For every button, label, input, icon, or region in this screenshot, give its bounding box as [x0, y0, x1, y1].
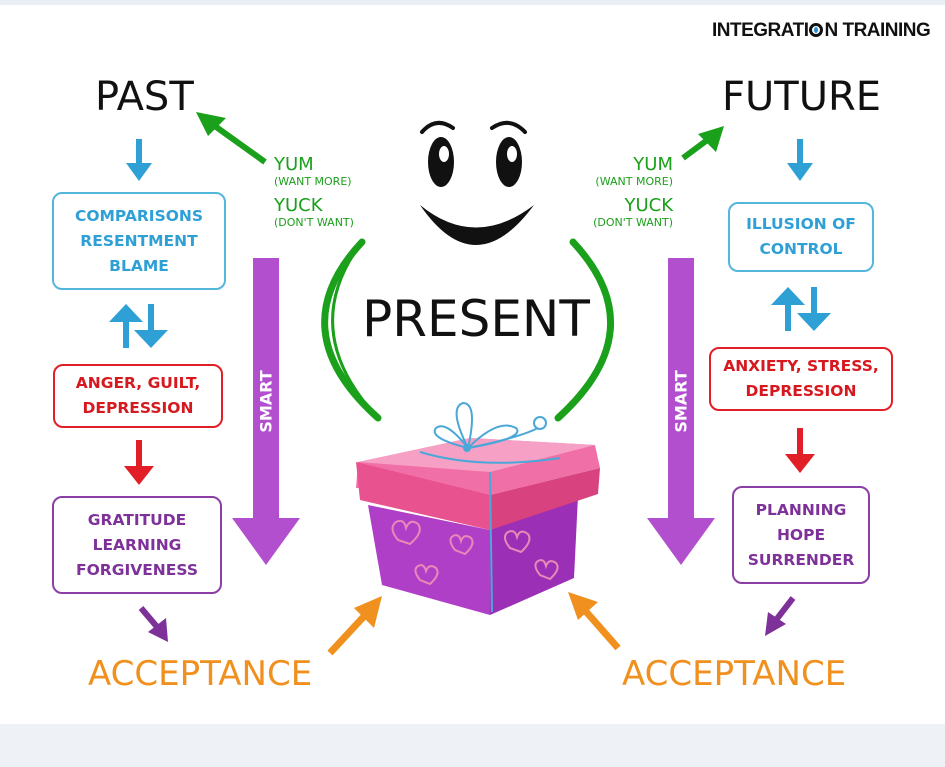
box-line: BLAME	[109, 256, 169, 275]
purple-arrow-future-icon	[765, 596, 796, 636]
acceptance-right-label: ACCEPTANCE	[622, 654, 847, 694]
top-bar	[0, 0, 945, 5]
yuck-left-label: YUCK	[274, 195, 323, 216]
green-arrow-to-future-icon	[681, 126, 724, 161]
box-line: ANXIETY, STRESS,	[723, 357, 879, 375]
acceptance-left-label: ACCEPTANCE	[88, 654, 313, 694]
future-label: FUTURE	[722, 74, 882, 120]
box-line: PLANNING	[755, 500, 847, 519]
future-box-illusion: ILLUSION OF CONTROL	[728, 202, 874, 272]
smiley-face-icon	[420, 120, 534, 245]
brand-logo: INTEGRATI N TRAINING	[712, 20, 934, 42]
orange-arrow-left-icon	[327, 596, 382, 656]
blue-arrow-future-icon	[787, 139, 813, 181]
brand-text-start: INTEGRATI	[712, 20, 809, 41]
yuck-right-label: YUCK	[624, 195, 673, 216]
yum-right-sub: (WANT MORE)	[595, 175, 673, 188]
brand-text-end: N TRAINING	[824, 20, 931, 41]
red-arrow-future-icon	[785, 428, 815, 473]
box-line: RESENTMENT	[80, 231, 198, 250]
future-box-anxiety: ANXIETY, STRESS, DEPRESSION	[709, 347, 893, 411]
yuck-left-sub: (DON'T WANT)	[274, 216, 354, 229]
yum-yuck-left: YUM (WANT MORE) YUCK (DON'T WANT)	[274, 154, 354, 230]
left-eyebrow	[420, 120, 455, 134]
yum-yuck-right: YUM (WANT MORE) YUCK (DON'T WANT)	[560, 154, 673, 230]
brand-o-icon	[809, 23, 824, 37]
left-eye	[428, 137, 454, 187]
green-arrow-to-past-icon	[196, 112, 267, 165]
right-eye	[496, 137, 522, 187]
right-eyebrow	[490, 120, 527, 134]
blue-updown-arrows-future-icon	[771, 287, 831, 331]
gift-box-icon	[356, 401, 600, 615]
left-bracket	[321, 238, 382, 422]
past-box-gratitude: GRATITUDE LEARNING FORGIVENESS	[52, 496, 222, 594]
smile-mouth	[420, 205, 534, 245]
smart-left-label: SMART	[256, 370, 276, 433]
smart-arrow-right-icon	[647, 258, 715, 565]
smart-arrow-left-icon	[232, 258, 300, 565]
blue-arrow-past-icon	[126, 139, 152, 181]
past-box-comparisons: COMPARISONS RESENTMENT BLAME	[52, 192, 226, 290]
box-line: COMPARISONS	[74, 206, 204, 225]
red-arrow-past-icon	[124, 440, 154, 485]
blue-updown-arrows-past-icon	[109, 304, 168, 348]
box-line: FORGIVENESS	[76, 560, 198, 579]
yum-left-sub: (WANT MORE)	[274, 175, 352, 188]
past-box-anger: ANGER, GUILT, DEPRESSION	[53, 364, 223, 428]
box-line: ANGER, GUILT,	[75, 374, 201, 392]
orange-arrow-right-icon	[568, 592, 621, 651]
box-line: SURRENDER	[747, 550, 855, 569]
box-line: DEPRESSION	[745, 382, 857, 400]
past-label: PAST	[95, 74, 194, 120]
yuck-right-sub: (DON'T WANT)	[593, 216, 673, 229]
bottom-bar	[0, 724, 945, 767]
future-box-planning: PLANNING HOPE SURRENDER	[732, 486, 870, 584]
yum-left-label: YUM	[274, 154, 314, 175]
smart-right-label: SMART	[671, 370, 691, 433]
box-line: CONTROL	[759, 240, 843, 258]
box-line: ILLUSION OF	[746, 215, 856, 233]
yum-right-label: YUM	[633, 154, 673, 175]
present-label: PRESENT	[362, 290, 590, 348]
box-line: LEARNING	[92, 535, 182, 554]
right-bracket	[554, 238, 614, 422]
box-line: DEPRESSION	[82, 399, 194, 417]
purple-arrow-past-icon	[138, 606, 168, 642]
box-line: GRATITUDE	[87, 510, 187, 529]
box-line: HOPE	[776, 525, 826, 544]
